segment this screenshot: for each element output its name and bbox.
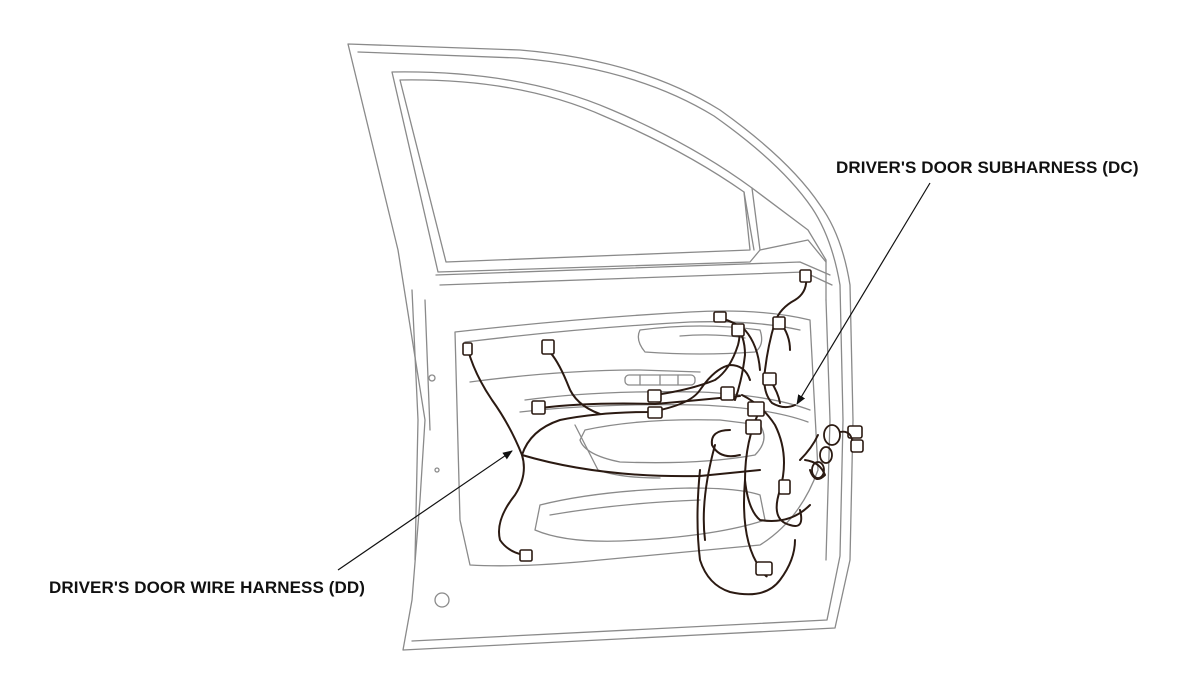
connector-handle-a [713,311,727,323]
connector-mid-b [747,401,765,417]
connector-mid-d [762,372,777,386]
subharness-callout-label: DRIVER'S DOOR SUBHARNESS (DC) [836,158,1139,177]
connector-mid-c [745,419,762,435]
connector-upper-front [462,342,473,356]
door-outline [347,43,854,651]
connector-bottom [755,561,773,576]
connector-switch-a [647,389,662,403]
connector-switch-b [647,406,663,419]
leader-subharness [796,182,931,405]
connector-top-rear [799,269,812,283]
connector-lower-front [531,400,546,415]
leader-lines [337,182,931,571]
connector-grommet-b [850,439,864,453]
connector-lock [778,479,791,495]
connector-handle-b [731,323,745,337]
connector-lower-rear [519,549,533,562]
harness-grommet [811,424,853,479]
connector-rear-a [772,316,786,330]
harness-connectors [462,269,864,576]
connector-speaker [541,339,555,355]
wire-harness-callout-label: DRIVER'S DOOR WIRE HARNESS (DD) [49,578,365,597]
leader-wire-harness [337,450,513,571]
connector-mid-a [720,386,735,401]
